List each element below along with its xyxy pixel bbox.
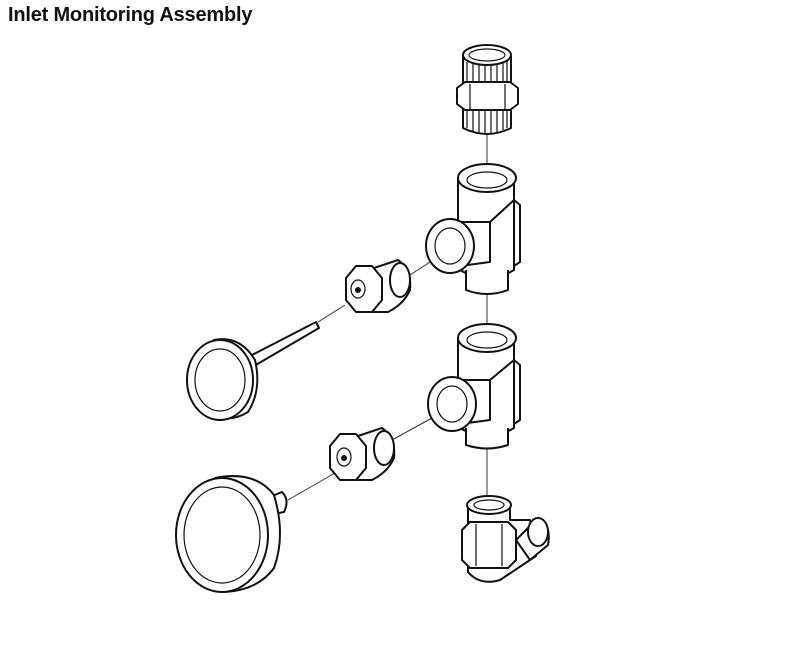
tee-lower [427,323,521,450]
bushing-upper [345,259,412,313]
bushing-lower [329,427,396,481]
pressure-gauge [175,475,288,593]
page-title: Inlet Monitoring Assembly [8,4,253,26]
street-elbow [461,495,550,583]
tee-upper [425,163,521,295]
hex-nipple [456,44,519,135]
center-lines [287,130,488,501]
thermometer [186,321,320,421]
